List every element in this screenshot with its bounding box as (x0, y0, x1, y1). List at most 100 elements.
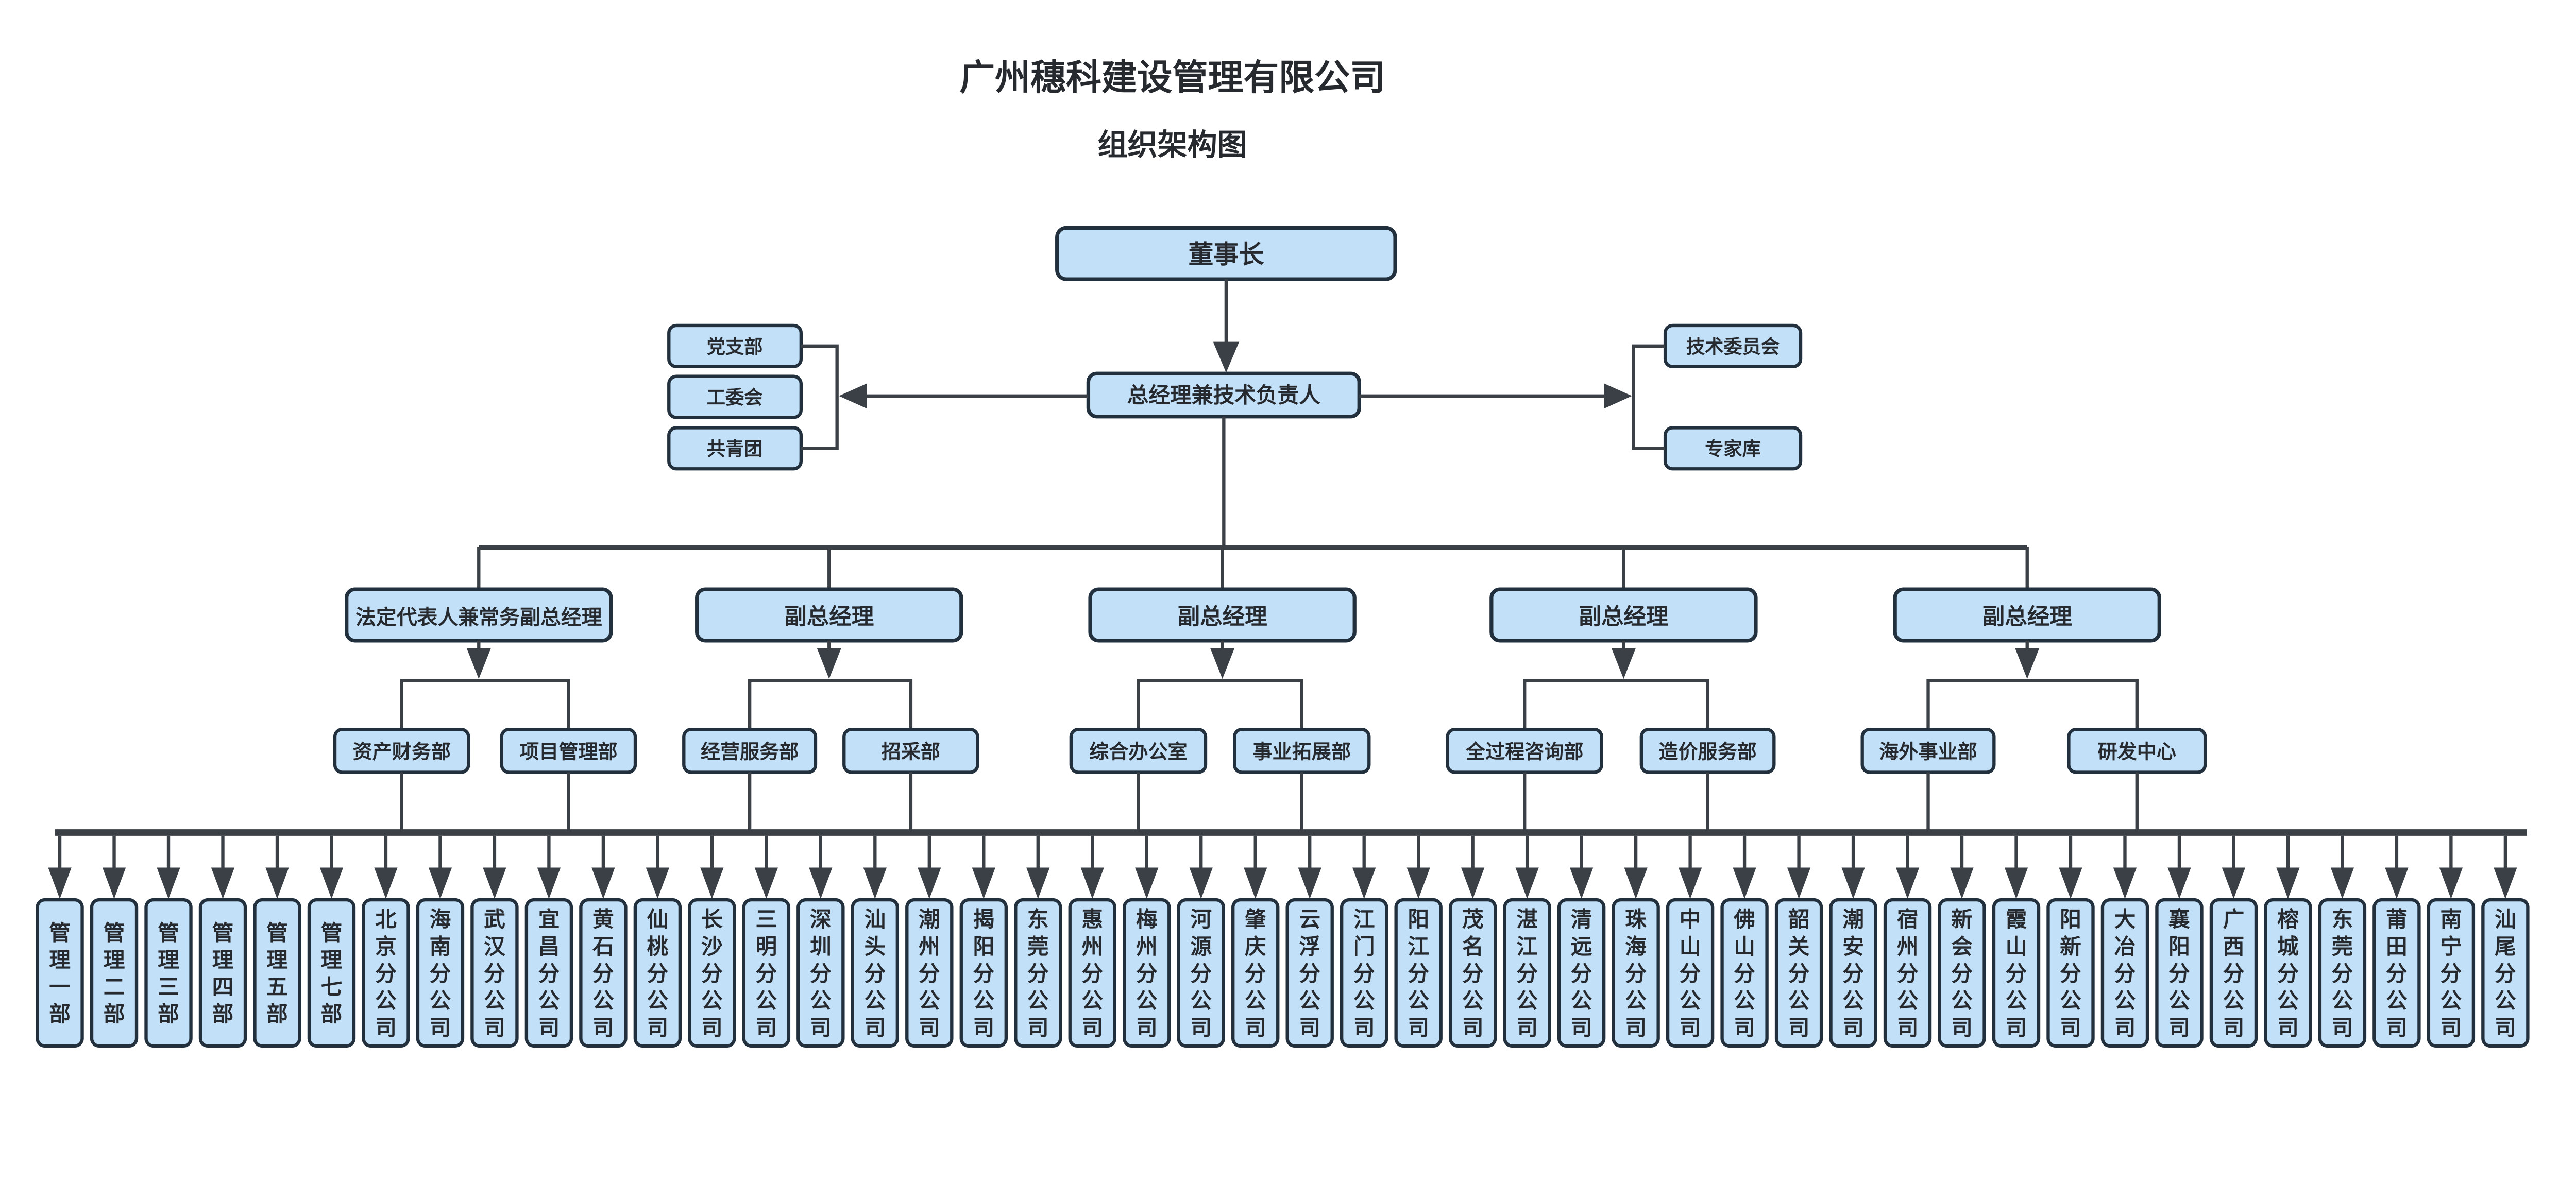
arrow-down-icon (1841, 867, 1865, 899)
branch-box (633, 898, 682, 1048)
branch-label: 茂名分公司 (1462, 907, 1484, 1039)
branch-box (253, 898, 301, 1048)
branch-label: 潮州分公司 (919, 907, 940, 1039)
branches-layer: 管理一部管理二部管理三部管理四部管理五部管理七部北京分公司海南分公司武汉分公司宜… (36, 835, 2530, 1048)
branch-label: 海南分公司 (430, 907, 451, 1039)
branch-box (307, 898, 356, 1048)
org-chart-canvas: 广州穗科建设管理有限公司 组织架构图 董事长 总经理兼技术负责人 党支部 工委会… (36, 58, 2530, 1048)
department-box (2067, 727, 2207, 774)
branch-label: 霞山分公司 (2006, 907, 2027, 1039)
arrow-down-icon (1569, 867, 1594, 899)
arrow-down-icon (2059, 867, 2082, 899)
party-label: 共青团 (707, 438, 763, 459)
branch-label: 襄阳分公司 (2168, 907, 2190, 1039)
arrow-left-icon (839, 383, 867, 409)
department-label: 项目管理部 (519, 741, 617, 763)
arrow-down-icon (2113, 867, 2137, 899)
arrow-down-icon (2015, 648, 2040, 679)
department-box (1233, 727, 1371, 774)
branch-box (1720, 898, 1769, 1048)
branch-box (2318, 898, 2367, 1048)
department-label: 研发中心 (2098, 741, 2176, 763)
branch-box (362, 898, 410, 1048)
bracket-line (748, 679, 913, 730)
branch-box (2046, 898, 2095, 1048)
executive-label: 副总经理 (1178, 605, 1267, 629)
branch-label: 中山分公司 (1680, 907, 1701, 1039)
arrow-down-icon (483, 867, 506, 899)
branch-box (1177, 898, 1225, 1048)
branch-box (2481, 898, 2530, 1048)
arrow-down-icon (1026, 867, 1050, 899)
department-label: 海外事业部 (1879, 741, 1977, 763)
branch-label: 韶关分公司 (1788, 907, 1810, 1039)
bracket-line (1137, 679, 1303, 730)
branch-label: 东莞分公司 (2332, 907, 2353, 1039)
branch-box (144, 898, 193, 1048)
arrow-down-icon (1611, 648, 1636, 679)
executives-layer: 法定代表人兼常务副总经理副总经理副总经理副总经理副总经理 (345, 547, 2161, 679)
branch-label: 江门分公司 (1353, 907, 1375, 1039)
branch-label: 管理一部 (49, 920, 71, 1026)
branch-label: 宿州分公司 (1897, 907, 1919, 1039)
department-box (1639, 727, 1776, 774)
branch-label: 汕头分公司 (864, 907, 886, 1039)
branch-box (1992, 898, 2041, 1048)
arrow-down-icon (1352, 867, 1376, 899)
branch-label: 清远分公司 (1571, 907, 1592, 1039)
arrow-right-icon (1604, 383, 1632, 409)
branch-label: 梅州分公司 (1136, 907, 1158, 1039)
arrow-down-icon (2222, 867, 2246, 899)
branch-label: 长沙分公司 (701, 907, 723, 1039)
advisory-label: 专家库 (1705, 438, 1761, 459)
branch-box (198, 898, 247, 1048)
executive-label: 副总经理 (784, 605, 874, 629)
department-box (1860, 727, 1996, 774)
arrow-down-icon (265, 867, 289, 899)
branch-label: 广西分公司 (2223, 907, 2245, 1039)
department-label: 资产财务部 (353, 741, 451, 763)
arrow-down-icon (374, 867, 398, 899)
branch-label: 仙桃分公司 (647, 907, 669, 1039)
branch-label: 阳新分公司 (2060, 907, 2081, 1039)
arrow-down-icon (1461, 867, 1485, 899)
arrow-down-icon (1406, 867, 1430, 899)
branch-box (2155, 898, 2204, 1048)
department-box (1069, 727, 1208, 774)
general-manager-label: 总经理兼技术负责人 (1127, 383, 1320, 407)
arrow-down-icon (1244, 867, 1267, 899)
branch-label: 管理五部 (266, 920, 288, 1026)
party-label: 工委会 (707, 387, 763, 408)
branch-box (2264, 898, 2312, 1048)
branch-box (2209, 898, 2258, 1048)
branch-box (579, 898, 628, 1048)
arrow-down-icon (466, 648, 491, 679)
arrow-down-icon (211, 867, 235, 899)
branch-box (470, 898, 519, 1048)
executive-label: 副总经理 (1982, 605, 2072, 629)
arrow-down-icon (319, 867, 344, 899)
branch-label: 管理七部 (321, 920, 343, 1026)
branch-box (959, 898, 1008, 1048)
arrow-down-icon (537, 867, 561, 899)
chairman-label: 董事长 (1188, 241, 1264, 268)
arrow-down-icon (972, 867, 995, 899)
department-label: 造价服务部 (1658, 741, 1756, 763)
arrow-down-icon (700, 867, 724, 899)
branch-box (1014, 898, 1062, 1048)
org-chart-page: 广州穗科建设管理有限公司 组织架构图 董事长 总经理兼技术负责人 党支部 工委会… (36, 58, 2530, 1048)
branch-box (1883, 898, 1932, 1048)
branch-box (1503, 898, 1551, 1048)
arrow-down-icon (48, 867, 72, 899)
branch-box (796, 898, 845, 1048)
department-box (842, 727, 979, 774)
branch-label: 南宁分公司 (2441, 907, 2462, 1039)
branch-label: 揭阳分公司 (973, 907, 994, 1039)
branch-label: 榕城分公司 (2277, 907, 2299, 1039)
branch-box (524, 898, 573, 1048)
department-label: 经营服务部 (701, 741, 799, 763)
branch-box (1394, 898, 1443, 1048)
arrow-down-icon (157, 867, 180, 899)
branch-label: 新会分公司 (1951, 907, 1973, 1039)
arrow-down-icon (863, 867, 887, 899)
